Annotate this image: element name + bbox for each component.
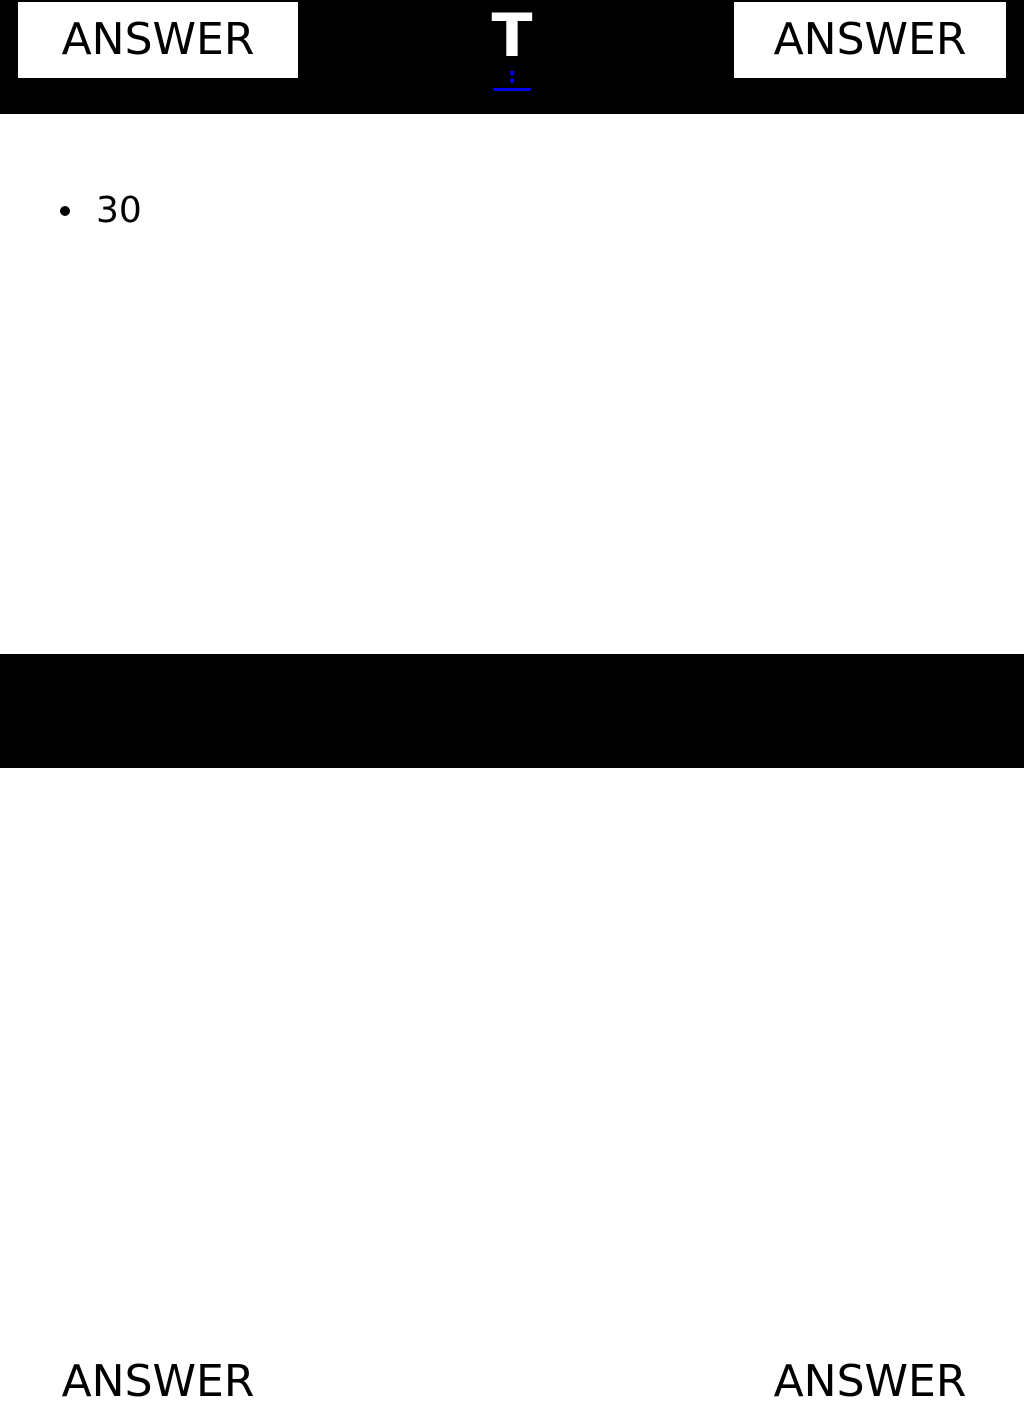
bullet-item-text: 30 [96,190,142,231]
bottom-bar: ANSWER ANSWER [0,654,1024,1422]
center-title: T : [480,2,544,112]
answer-button-top-right[interactable]: ANSWER [734,2,1006,78]
answer-button-bottom-right[interactable]: ANSWER [734,1342,1006,1422]
title-link[interactable]: : [493,66,531,91]
top-bar: ANSWER T : ANSWER [0,0,1024,114]
answer-button-bottom-left[interactable]: ANSWER [18,1342,298,1422]
bullet-icon [60,205,70,216]
title-letter: T [491,1,533,71]
answer-button-top-left[interactable]: ANSWER [18,2,298,78]
bullet-list: 30 [60,190,142,231]
